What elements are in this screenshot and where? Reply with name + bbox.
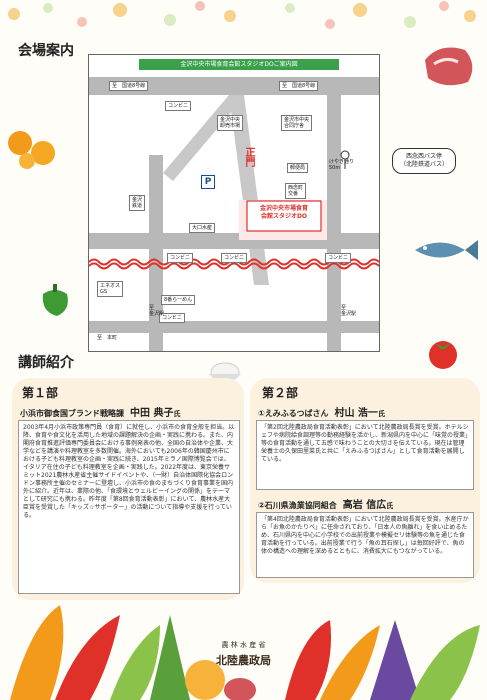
ministry-name: 農 林 水 産 省	[221, 641, 266, 649]
fish-icon	[415, 240, 478, 260]
bureau-name: 北陸農政局	[216, 654, 271, 667]
part2-speaker2-bio: 「第4回北陸農政局食育活動表彰」において北陸農政局長賞を受賞。水産庁から「お魚の…	[256, 512, 474, 578]
gov-building-label: 金沢市中央 合同庁舎	[281, 115, 313, 131]
map-title: 金沢中央市場食育会館スタジオDOご案内図	[139, 59, 339, 70]
venue-map: 金沢中央市場食育会館スタジオDOご案内図 至 国道8号線 至 国道8号線 金沢中…	[88, 54, 380, 352]
convenience-label-3: コンビニ	[221, 253, 248, 263]
part2-heading: 第２部	[262, 386, 299, 400]
meat-icon	[425, 47, 473, 86]
part2-speaker1-honorific: 氏	[377, 410, 385, 418]
part2-speaker2-name: 高岩 信広	[342, 500, 387, 511]
road-label-1: 至 国道8号線	[109, 81, 149, 91]
market-label: 金沢中央 卸売市場	[217, 115, 244, 131]
shop-label: コンビニ	[159, 313, 186, 323]
part2-speaker1-name: 村山 浩一	[334, 408, 378, 419]
part2-speaker2-honorific: 氏	[386, 502, 394, 510]
post-office-label: 郵便局	[287, 163, 309, 173]
road-label-2: 至 国道8号線	[279, 81, 319, 91]
parking-icon: P	[201, 175, 215, 189]
part2-speaker2-title: ②石川県漁業協同組合高岩 信広氏	[258, 496, 393, 511]
pepper-icon	[42, 284, 68, 316]
orange-icon	[8, 131, 55, 169]
ramen-label: 8番らーめん	[161, 295, 196, 305]
dot-border	[8, 1, 476, 29]
to-station-label-2: 至 金沢駅	[341, 305, 357, 317]
to-honmachi-label: 至 本町	[97, 335, 118, 341]
part1-bio: 2003年4月小浜市政策専門員（食育）に就任し、小浜市の食育全般を担当。以降、食…	[18, 420, 240, 594]
lecturer-section-title: 講師紹介	[18, 355, 74, 371]
part1-name: 中田 典子	[130, 408, 174, 419]
convenience-label-4: コンビニ	[325, 253, 352, 263]
street-label: けやき通り 50m	[329, 159, 355, 171]
part2-speaker2-org: ②石川県漁業協同組合	[258, 501, 337, 510]
bus-stop-callout: 西念西バス停 （北陸鉄道バス）	[392, 148, 456, 174]
convenience-label-2: コンビニ	[167, 253, 194, 263]
part1-honorific: 氏	[173, 410, 181, 418]
part2-speaker1-bio: 「第2回北陸農政局食育活動表彰」において北陸農政局長賞を受賞。ホテルシェフや病院…	[256, 420, 474, 490]
part2-speaker1-org: ①えみふるつばさん	[258, 409, 329, 418]
vegetables-illustration	[10, 605, 480, 700]
main-gate-label: 正門	[243, 147, 254, 167]
part2-speaker1-title: ①えみふるつばさん村山 浩一氏	[258, 404, 385, 419]
seafood-label: 大口水産	[189, 223, 216, 233]
part1-speaker-title: 小浜市御食国ブランド戦略課中田 典子氏	[20, 404, 180, 419]
convenience-label-1: コンビニ	[165, 101, 192, 111]
gas-station-label: エネオス GS	[97, 281, 124, 297]
left-building-label: 金沢 鉄道	[129, 195, 146, 211]
part1-heading: 第１部	[22, 386, 59, 400]
venue-section-title: 会場案内	[18, 43, 74, 59]
tomato-icon	[429, 341, 457, 369]
venue-label: 金沢中央市場食育 会館スタジオDO	[259, 205, 308, 220]
part1-org: 小浜市御食国ブランド戦略課	[20, 409, 124, 418]
to-station-label-1: 至 金沢駅	[149, 305, 165, 317]
police-box-label: 西念町 交番	[285, 183, 307, 199]
